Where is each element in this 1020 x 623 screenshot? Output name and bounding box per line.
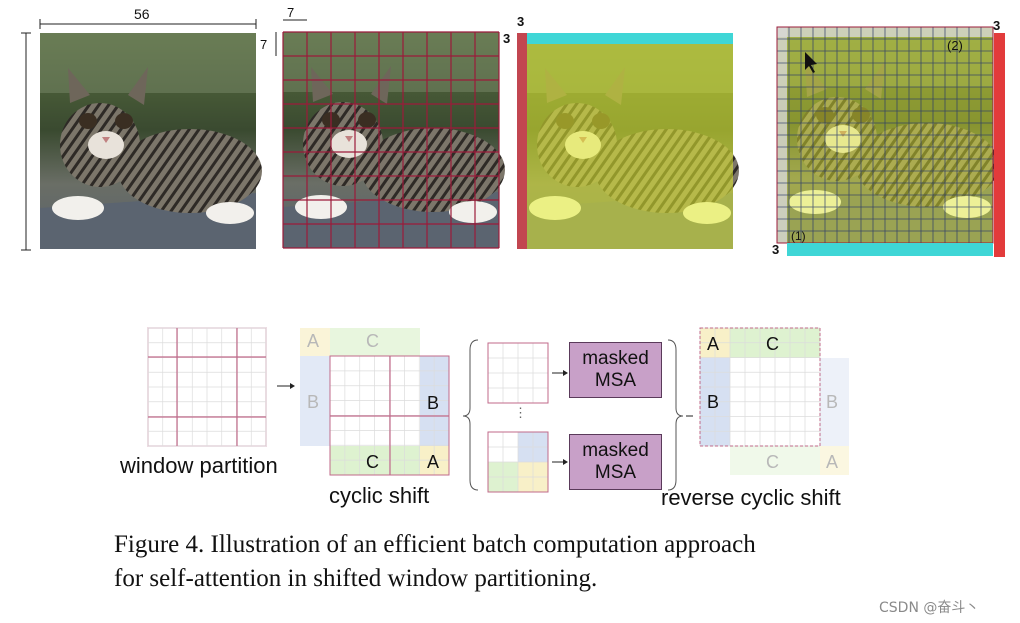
right-brace xyxy=(667,339,684,491)
red-shift-strip-left xyxy=(517,33,527,249)
cs-letter-a: A xyxy=(427,452,440,472)
masked-msa-box-2: masked MSA xyxy=(569,434,662,490)
arrow-right-1 xyxy=(277,383,295,389)
cs-letter-c: C xyxy=(366,452,379,472)
shift-label-3-a: 3 xyxy=(503,31,511,46)
rc-letter-a: A xyxy=(707,334,720,354)
rc-letter-b: B xyxy=(707,392,720,412)
shift-label-3-c: 3 xyxy=(993,18,1001,33)
arrow-right-2 xyxy=(552,370,568,376)
left-brace xyxy=(462,339,479,491)
rc-letter-c: C xyxy=(766,334,779,354)
arrow-right-3 xyxy=(552,459,568,465)
ellipsis-dots: ⋮ xyxy=(514,405,527,420)
cat-image-shifted-grid xyxy=(776,26,1005,257)
masked-msa-1-line1: masked xyxy=(582,348,649,369)
csdn-watermark: CSDN @奋斗丶 xyxy=(879,600,980,616)
cat-image-patch-grid xyxy=(282,31,505,249)
cs-letter-b: B xyxy=(427,393,440,413)
cyclic-shift-label: cyclic shift xyxy=(329,483,430,508)
figure-caption-line-2: for self-attention in shifted window par… xyxy=(114,565,598,592)
red-strip-right xyxy=(994,33,1005,257)
window-batch-1 xyxy=(487,342,549,404)
dimension-arrow-height xyxy=(21,32,31,251)
top-figure xyxy=(21,19,1005,257)
reverse-cyclic-shift-grid xyxy=(699,327,849,475)
region-label-2: (2) xyxy=(947,38,963,53)
region-label-1: (1) xyxy=(791,229,806,243)
window-partition-label: window partition xyxy=(120,453,278,478)
cs-letter-c-faded: C xyxy=(366,331,379,351)
shift-label-3-d: 3 xyxy=(772,242,780,257)
figure-caption-line-1: Figure 4. Illustration of an efficient b… xyxy=(114,531,756,558)
cs-letter-b-faded: B xyxy=(307,392,320,412)
window-batch-2 xyxy=(487,431,549,493)
cat-image-original xyxy=(40,33,262,249)
cyan-shift-strip-top xyxy=(517,33,733,44)
dimension-arrow-width xyxy=(39,19,257,29)
dimension-label-7-side: 7 xyxy=(260,37,268,52)
batch-computation-diagram xyxy=(147,327,849,493)
shift-label-3-b: 3 xyxy=(517,14,525,29)
rc-letter-a-faded: A xyxy=(826,452,839,472)
reverse-cyclic-shift-label: reverse cyclic shift xyxy=(661,485,841,510)
cs-letter-a-faded: A xyxy=(307,331,320,351)
masked-msa-2-line2: MSA xyxy=(594,462,637,483)
dimension-arrow-patch xyxy=(275,19,307,56)
mouse-cursor-icon xyxy=(805,52,817,73)
dimension-label-56: 56 xyxy=(134,6,150,22)
cyan-strip-bottom xyxy=(787,243,993,256)
rc-letter-c-faded: C xyxy=(766,452,779,472)
cyclic-shift-grid xyxy=(300,328,450,476)
masked-msa-2-line1: masked xyxy=(582,440,649,461)
masked-msa-1-line2: MSA xyxy=(594,370,637,391)
cat-image-shifted xyxy=(517,33,739,249)
dimension-label-7-top: 7 xyxy=(287,5,295,20)
masked-msa-box-1: masked MSA xyxy=(569,342,662,398)
window-partition-grid xyxy=(147,327,267,447)
rc-letter-b-faded: B xyxy=(826,392,839,412)
